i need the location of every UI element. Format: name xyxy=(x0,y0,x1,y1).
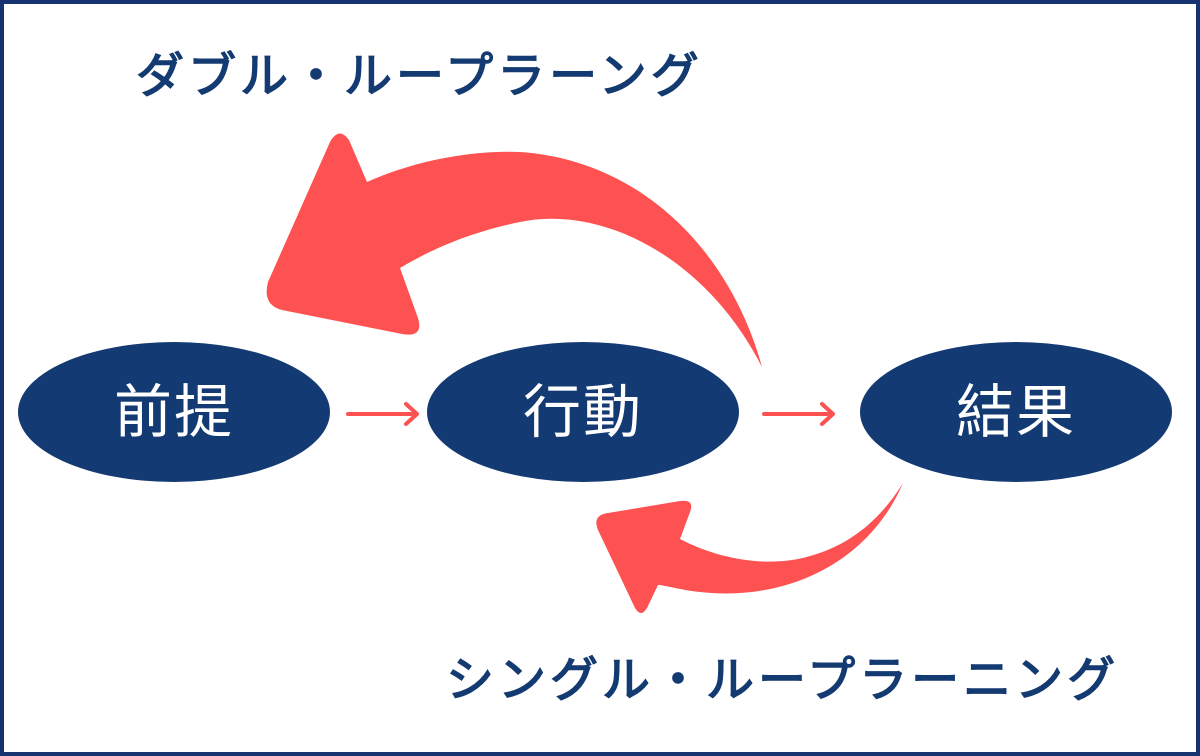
arrow-premise-to-action xyxy=(346,402,419,426)
node-result-label: 結果 xyxy=(955,378,1076,446)
single-loop-arrow xyxy=(596,483,903,613)
double-loop-arrow xyxy=(266,133,762,367)
node-premise xyxy=(18,342,330,482)
double-loop-label: ダブル・ループラーング xyxy=(136,48,703,104)
node-action xyxy=(427,342,739,482)
node-result xyxy=(860,342,1172,482)
arrow-action-to-result xyxy=(762,402,835,426)
node-premise-label: 前提 xyxy=(113,378,234,446)
single-loop-label: シングル・ループラーニング xyxy=(446,652,1120,708)
node-action-label: 行動 xyxy=(522,378,643,446)
